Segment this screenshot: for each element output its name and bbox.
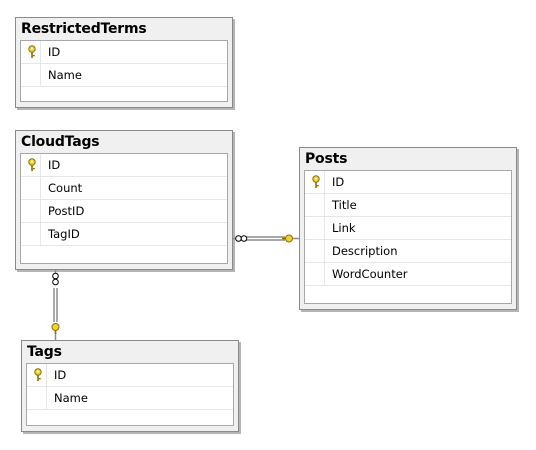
relationship-cloudtags-tags[interactable] bbox=[51, 270, 60, 340]
key-icon bbox=[34, 368, 42, 381]
column-row[interactable]: Count bbox=[21, 177, 227, 200]
infinity-icon bbox=[235, 235, 248, 242]
column-row[interactable]: ID bbox=[27, 364, 233, 387]
column-row[interactable]: TagID bbox=[21, 223, 227, 246]
column-name: WordCounter bbox=[332, 267, 408, 281]
column-name: ID bbox=[48, 158, 61, 172]
column-name: Count bbox=[48, 181, 83, 195]
column-row[interactable]: Title bbox=[305, 194, 511, 217]
key-icon bbox=[28, 45, 36, 58]
column-name: ID bbox=[332, 175, 345, 189]
key-icon bbox=[282, 234, 293, 243]
table-title: Tags bbox=[27, 344, 62, 360]
column-row[interactable]: ID bbox=[21, 154, 227, 177]
column-grid: ID Count PostID TagID bbox=[20, 153, 228, 264]
column-row[interactable]: PostID bbox=[21, 200, 227, 223]
column-row[interactable]: ID bbox=[21, 41, 227, 64]
column-name: Name bbox=[54, 391, 88, 405]
key-icon bbox=[51, 323, 60, 334]
column-row[interactable]: Link bbox=[305, 217, 511, 240]
column-row[interactable]: WordCounter bbox=[305, 263, 511, 286]
column-row[interactable]: Name bbox=[27, 387, 233, 410]
column-name: Title bbox=[332, 198, 357, 212]
column-name: Link bbox=[332, 221, 356, 235]
table-posts[interactable]: Posts ID Title Link Description WordC bbox=[299, 147, 517, 310]
key-icon bbox=[312, 175, 320, 188]
column-grid: ID Name bbox=[26, 363, 234, 426]
column-name: Name bbox=[48, 68, 82, 82]
table-cloudtags[interactable]: CloudTags ID Count PostID TagID bbox=[15, 130, 233, 270]
column-name: ID bbox=[48, 45, 61, 59]
table-restrictedterms[interactable]: RestrictedTerms ID Name bbox=[15, 17, 233, 108]
column-name: TagID bbox=[48, 227, 80, 241]
key-icon bbox=[28, 158, 36, 171]
column-grid: ID Name bbox=[20, 40, 228, 102]
relationship-cloudtags-posts[interactable] bbox=[233, 234, 299, 243]
column-name: ID bbox=[54, 368, 67, 382]
column-row[interactable]: ID bbox=[305, 171, 511, 194]
table-title: RestrictedTerms bbox=[21, 21, 147, 37]
column-name: Description bbox=[332, 244, 398, 258]
table-title: Posts bbox=[305, 151, 348, 167]
column-name: PostID bbox=[48, 204, 85, 218]
column-grid: ID Title Link Description WordCounter bbox=[304, 170, 512, 304]
infinity-icon bbox=[52, 272, 59, 286]
table-title: CloudTags bbox=[21, 134, 100, 150]
column-row[interactable]: Name bbox=[21, 64, 227, 87]
table-tags[interactable]: Tags ID Name bbox=[21, 340, 239, 432]
column-row[interactable]: Description bbox=[305, 240, 511, 263]
